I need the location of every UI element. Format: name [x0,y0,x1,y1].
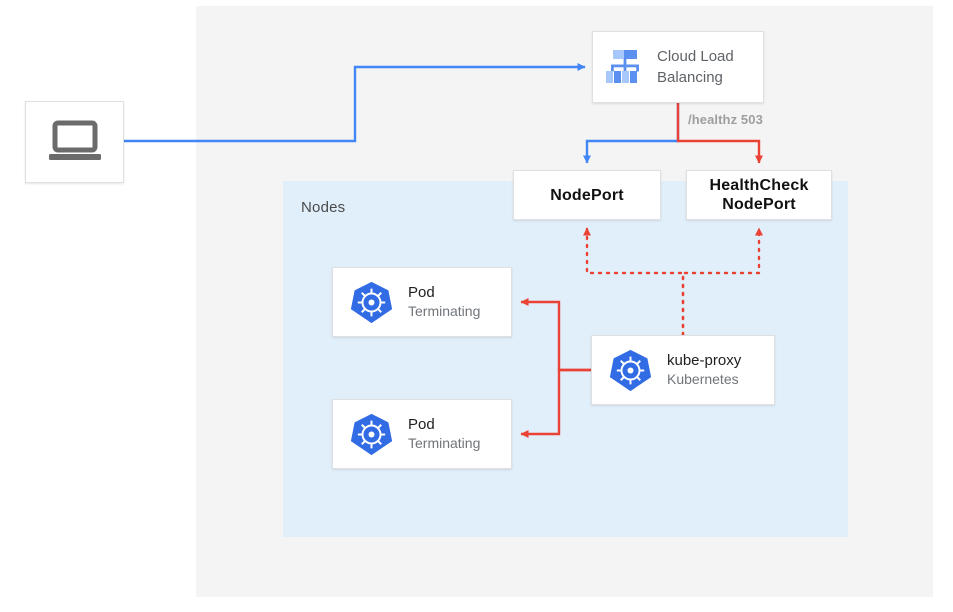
cloud-load-balancing-line1: Cloud Load [657,48,734,65]
pod-a-title: Pod [408,284,435,301]
laptop-icon [48,120,101,160]
pod-node-b[interactable]: Pod Terminating [332,399,512,469]
kube-proxy-title: kube-proxy [667,352,742,369]
pod-b-text: Pod Terminating [408,415,480,453]
pod-b-status: Terminating [408,435,481,451]
pod-a-text: Pod Terminating [408,283,480,321]
client-node[interactable] [25,101,124,183]
kube-proxy-node[interactable]: kube-proxy Kubernetes [591,335,775,405]
healthz-edge-label: /healthz 503 [688,112,763,127]
cloud-load-balancing-label: Cloud Load Balancing [657,46,734,88]
load-balancer-icon [606,50,639,83]
nodeport-node[interactable]: NodePort [513,170,661,220]
nodes-region-label: Nodes [301,199,346,216]
cloud-load-balancing-node[interactable]: Cloud Load Balancing [592,31,764,103]
pod-b-title: Pod [408,416,435,433]
healthcheck-nodeport-node[interactable]: HealthCheck NodePort [686,170,832,220]
kubernetes-icon [350,281,393,323]
pod-a-status: Terminating [408,303,481,319]
healthcheck-nodeport-line1: HealthCheck [709,177,809,194]
kubernetes-icon [609,349,652,391]
kube-proxy-subtitle: Kubernetes [667,371,739,387]
nodeport-label: NodePort [550,186,624,204]
healthcheck-nodeport-line2: NodePort [722,196,796,213]
healthcheck-nodeport-label: HealthCheck NodePort [709,176,808,214]
kube-proxy-text: kube-proxy Kubernetes [667,351,741,389]
cloud-load-balancing-line2: Balancing [657,69,723,86]
pod-node-a[interactable]: Pod Terminating [332,267,512,337]
kubernetes-icon [350,413,393,455]
